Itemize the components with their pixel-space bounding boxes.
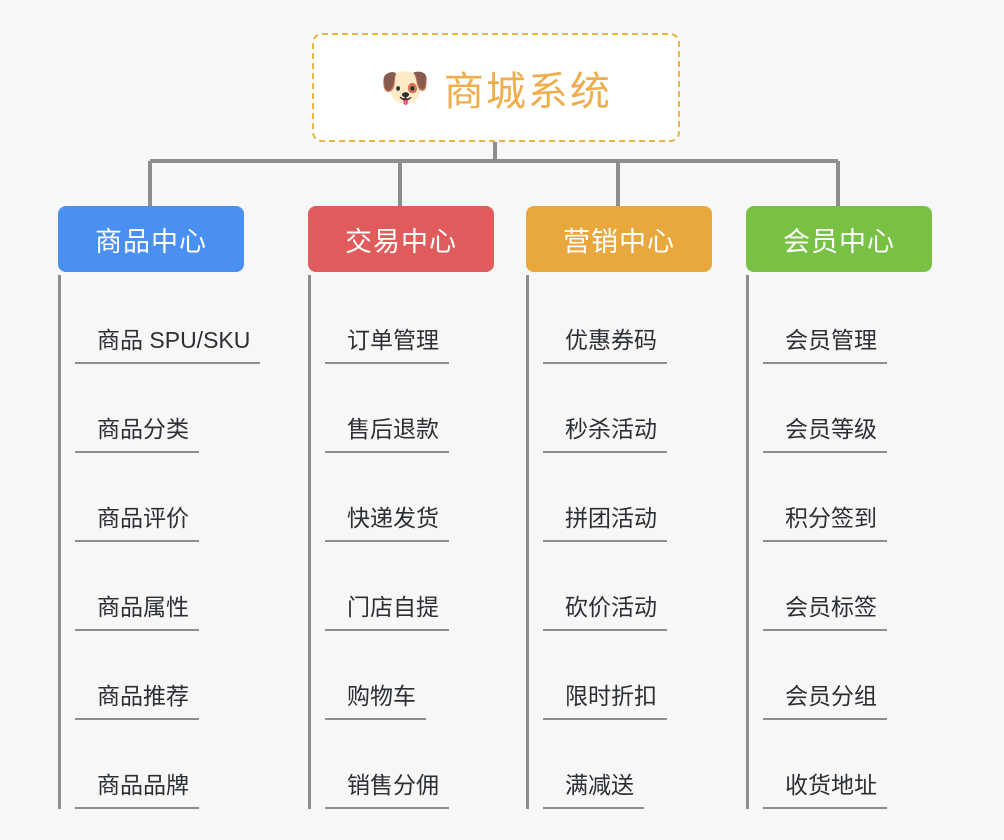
leaf-label: 快递发货 bbox=[325, 504, 449, 542]
leaf-label: 商品 SPU/SKU bbox=[75, 326, 261, 364]
list-item[interactable]: 会员标签 bbox=[763, 542, 932, 631]
list-item[interactable]: 会员分组 bbox=[763, 631, 932, 720]
shiba-dog-face-icon: 🐶 bbox=[380, 65, 430, 110]
list-item[interactable]: 售后退款 bbox=[325, 364, 494, 453]
branch-trade-center: 交易中心 订单管理 售后退款 快递发货 门店自提 购物车 销售分佣 bbox=[308, 206, 494, 809]
leaf-label: 商品评价 bbox=[75, 504, 199, 542]
branch-label: 会员中心 bbox=[783, 226, 895, 257]
leaf-label: 积分签到 bbox=[763, 504, 887, 542]
list-item[interactable]: 满减送 bbox=[543, 720, 712, 809]
branch-label: 交易中心 bbox=[345, 226, 457, 257]
list-item[interactable]: 购物车 bbox=[325, 631, 494, 720]
list-item[interactable]: 优惠券码 bbox=[543, 275, 712, 364]
leaf-label: 会员等级 bbox=[763, 415, 887, 453]
leaf-label: 秒杀活动 bbox=[543, 415, 667, 453]
leaf-label: 商品推荐 bbox=[75, 682, 199, 720]
root-node-label: 商城系统 bbox=[443, 69, 612, 114]
branch-marketing-center: 营销中心 优惠券码 秒杀活动 拼团活动 砍价活动 限时折扣 满减送 bbox=[526, 206, 712, 809]
branch-header-marketing-center[interactable]: 营销中心 bbox=[526, 206, 712, 272]
leaf-label: 会员分组 bbox=[763, 682, 887, 720]
list-item[interactable]: 商品 SPU/SKU bbox=[75, 275, 261, 364]
list-item[interactable]: 快递发货 bbox=[325, 453, 494, 542]
leaf-label: 购物车 bbox=[325, 682, 426, 720]
leaf-label: 售后退款 bbox=[325, 415, 449, 453]
leaf-label: 限时折扣 bbox=[543, 682, 667, 720]
leaf-label: 销售分佣 bbox=[325, 771, 449, 809]
branch-product-center: 商品中心 商品 SPU/SKU 商品分类 商品评价 商品属性 商品推荐 商品品牌 bbox=[58, 206, 261, 809]
list-item[interactable]: 销售分佣 bbox=[325, 720, 494, 809]
branch-member-center: 会员中心 会员管理 会员等级 积分签到 会员标签 会员分组 收货地址 bbox=[746, 206, 932, 809]
branch-children-marketing-center: 优惠券码 秒杀活动 拼团活动 砍价活动 限时折扣 满减送 bbox=[526, 275, 712, 809]
list-item[interactable]: 限时折扣 bbox=[543, 631, 712, 720]
branch-label: 商品中心 bbox=[95, 226, 207, 257]
list-item[interactable]: 拼团活动 bbox=[543, 453, 712, 542]
list-item[interactable]: 订单管理 bbox=[325, 275, 494, 364]
list-item[interactable]: 商品属性 bbox=[75, 542, 260, 631]
branch-header-trade-center[interactable]: 交易中心 bbox=[308, 206, 494, 272]
branch-children-product-center: 商品 SPU/SKU 商品分类 商品评价 商品属性 商品推荐 商品品牌 bbox=[58, 275, 261, 809]
leaf-label: 会员管理 bbox=[763, 326, 887, 364]
root-node[interactable]: 🐶 商城系统 bbox=[312, 33, 680, 142]
branch-children-member-center: 会员管理 会员等级 积分签到 会员标签 会员分组 收货地址 bbox=[746, 275, 932, 809]
leaf-label: 拼团活动 bbox=[543, 504, 667, 542]
branch-label: 营销中心 bbox=[563, 226, 675, 257]
list-item[interactable]: 商品品牌 bbox=[75, 720, 260, 809]
list-item[interactable]: 门店自提 bbox=[325, 542, 494, 631]
leaf-label: 会员标签 bbox=[763, 593, 887, 631]
leaf-label: 商品分类 bbox=[75, 415, 199, 453]
leaf-label: 砍价活动 bbox=[543, 593, 667, 631]
leaf-label: 商品属性 bbox=[75, 593, 199, 631]
leaf-label: 满减送 bbox=[543, 771, 644, 809]
leaf-label: 订单管理 bbox=[325, 326, 449, 364]
list-item[interactable]: 会员等级 bbox=[763, 364, 932, 453]
list-item[interactable]: 砍价活动 bbox=[543, 542, 712, 631]
leaf-label: 商品品牌 bbox=[75, 771, 199, 809]
leaf-label: 门店自提 bbox=[325, 593, 449, 631]
list-item[interactable]: 商品评价 bbox=[75, 453, 260, 542]
leaf-label: 收货地址 bbox=[763, 771, 887, 809]
list-item[interactable]: 会员管理 bbox=[763, 275, 932, 364]
list-item[interactable]: 商品推荐 bbox=[75, 631, 260, 720]
list-item[interactable]: 商品分类 bbox=[75, 364, 260, 453]
leaf-label: 优惠券码 bbox=[543, 326, 667, 364]
branch-header-product-center[interactable]: 商品中心 bbox=[58, 206, 244, 272]
list-item[interactable]: 收货地址 bbox=[763, 720, 932, 809]
list-item[interactable]: 秒杀活动 bbox=[543, 364, 712, 453]
list-item[interactable]: 积分签到 bbox=[763, 453, 932, 542]
branch-header-member-center[interactable]: 会员中心 bbox=[746, 206, 932, 272]
branch-children-trade-center: 订单管理 售后退款 快递发货 门店自提 购物车 销售分佣 bbox=[308, 275, 494, 809]
